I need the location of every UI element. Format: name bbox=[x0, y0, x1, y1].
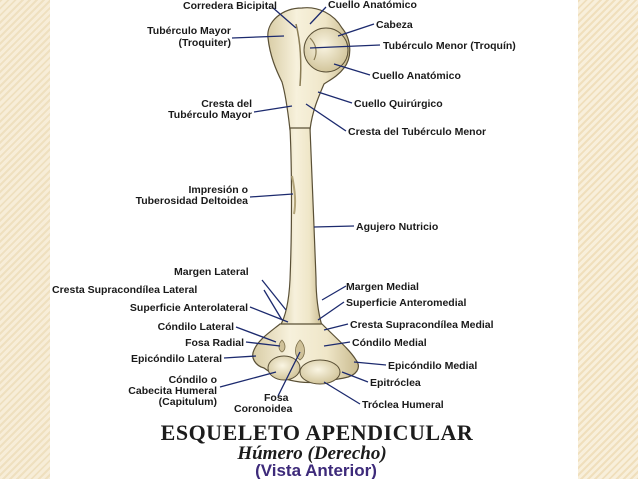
leader-agujero bbox=[313, 225, 355, 228]
leader-corredera bbox=[271, 6, 297, 29]
label-fosa-radial: Fosa Radial bbox=[185, 337, 244, 349]
label-condilo-o-1: Cóndilo o bbox=[169, 374, 217, 386]
label-fosa-coronoidea-1: Fosa bbox=[264, 392, 289, 404]
leader-cresta-sup-lat bbox=[263, 289, 283, 321]
label-cabeza: Cabeza bbox=[376, 19, 413, 31]
coronoid-fossa bbox=[295, 339, 305, 361]
leader-margen-med bbox=[321, 285, 347, 301]
label-tuberculo-menor: Tubérculo Menor (Troquín) bbox=[383, 40, 516, 52]
label-impresion-2: Tuberosidad Deltoidea bbox=[136, 195, 249, 207]
leader-cresta-tmenor bbox=[305, 103, 347, 132]
leader-condilo-lat bbox=[235, 326, 277, 343]
leader-condilo-med bbox=[323, 341, 351, 347]
label-sup-anterolateral: Superficie Anterolateral bbox=[130, 302, 248, 314]
label-cresta-sup-medial: Cresta Supracondílea Medial bbox=[350, 319, 494, 331]
bicipital-groove bbox=[295, 23, 302, 87]
leader-cuello-anat bbox=[333, 63, 371, 76]
radial-fossa bbox=[278, 339, 286, 353]
label-margen-medial: Margen Medial bbox=[346, 281, 419, 293]
label-sup-anteromedial: Superficie Anteromedial bbox=[346, 297, 466, 309]
leader-epicondilo-med bbox=[353, 361, 387, 366]
deltoid-tuberosity bbox=[291, 175, 297, 215]
label-cresta-tmayor-1: Cresta del bbox=[201, 98, 252, 110]
leader-cresta-tmayor bbox=[253, 105, 293, 113]
labels: Corredera Bicipital Cuello Anatómico Tub… bbox=[52, 0, 516, 415]
label-condilo-medial: Cóndilo Medial bbox=[352, 337, 427, 349]
leader-lines bbox=[219, 6, 387, 405]
capitulum bbox=[267, 355, 301, 381]
leader-cabeza bbox=[337, 23, 375, 37]
label-cuello-quirurgico: Cuello Quirúrgico bbox=[354, 98, 443, 110]
label-tuberculo-mayor-1: Tubérculo Mayor bbox=[147, 25, 231, 37]
trochlea bbox=[299, 359, 341, 385]
left-decoration bbox=[0, 0, 50, 479]
leader-cuello-quir bbox=[317, 91, 353, 104]
right-decoration bbox=[578, 0, 638, 479]
leader-impresion bbox=[249, 193, 294, 198]
leader-sup-anteromedial bbox=[317, 301, 345, 321]
label-condilo-o-2: Cabecita Humeral bbox=[128, 385, 217, 397]
subtitle: Húmero (Derecho) bbox=[236, 443, 386, 464]
humerus-bone bbox=[252, 7, 359, 385]
label-condilo-o-3: (Capitulum) bbox=[159, 396, 217, 408]
label-epicondilo-medial: Epicóndilo Medial bbox=[388, 360, 477, 372]
title: ESQUELETO APENDICULAR bbox=[161, 420, 474, 445]
view-label: (Vista Anterior) bbox=[255, 461, 377, 479]
leader-cuello-top bbox=[309, 6, 327, 25]
leader-tub-menor bbox=[309, 44, 381, 49]
label-epitroclea: Epitróclea bbox=[370, 377, 421, 389]
label-condilo-lateral: Cóndilo Lateral bbox=[158, 321, 235, 333]
label-cuello-anatomico-top: Cuello Anatómico bbox=[328, 0, 417, 11]
leader-margen-lat bbox=[261, 279, 287, 311]
label-agujero-nutricio: Agujero Nutricio bbox=[356, 221, 438, 233]
label-impresion-1: Impresión o bbox=[188, 184, 248, 196]
label-tuberculo-mayor-2: (Troquiter) bbox=[179, 37, 232, 49]
label-cresta-sup-lateral: Cresta Supracondílea Lateral bbox=[52, 284, 197, 296]
title-block: ESQUELETO APENDICULAR Húmero (Derecho) (… bbox=[161, 420, 474, 479]
label-epicondilo-lateral: Epicóndilo Lateral bbox=[131, 353, 222, 365]
label-cresta-tmenor: Cresta del Tubérculo Menor bbox=[348, 126, 486, 138]
label-fosa-coronoidea-2: Coronoidea bbox=[234, 403, 292, 415]
leader-cresta-sup-med bbox=[323, 323, 349, 331]
label-troclea-humeral: Tróclea Humeral bbox=[362, 399, 444, 411]
label-margen-lateral: Margen Lateral bbox=[174, 266, 249, 278]
leader-epicondilo-lat bbox=[223, 355, 257, 359]
leader-condilo-o bbox=[219, 371, 277, 388]
leader-tub-mayor bbox=[231, 35, 285, 39]
humeral-head bbox=[303, 27, 349, 73]
leader-troclea bbox=[323, 381, 361, 405]
leader-fosa-cor bbox=[277, 351, 301, 397]
label-cuello-anatomico: Cuello Anatómico bbox=[372, 70, 461, 82]
leader-epitroclea bbox=[341, 371, 369, 383]
leader-fosa-radial bbox=[245, 341, 281, 347]
label-cresta-tmayor-2: Tubérculo Mayor bbox=[168, 109, 252, 121]
label-corredera: Corredera Bicipital bbox=[183, 0, 277, 12]
leader-sup-anterolateral bbox=[249, 306, 289, 323]
